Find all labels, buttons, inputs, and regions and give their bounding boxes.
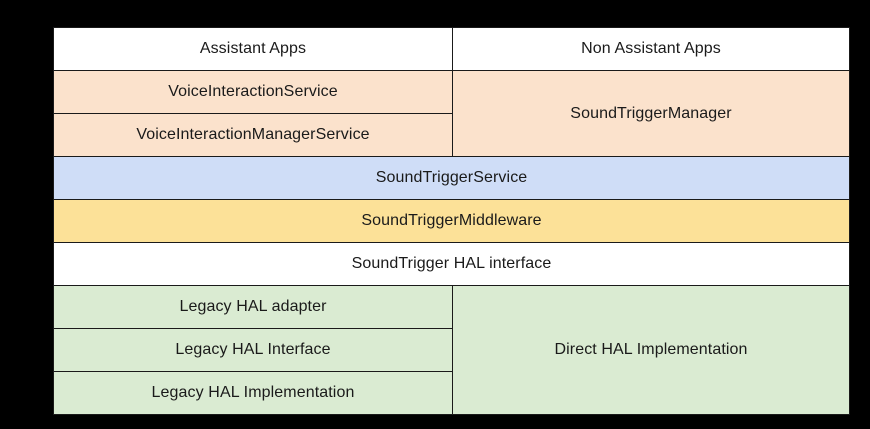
- legacy-hal-adapter-row: Legacy HAL adapter Direct HAL Implementa…: [53, 285, 850, 415]
- layer-sound-trigger-middleware: SoundTriggerMiddleware: [53, 199, 850, 243]
- layer-sound-trigger-hal-interface: SoundTrigger HAL interface: [53, 242, 850, 286]
- layer-sound-trigger-service: SoundTriggerService: [53, 156, 850, 200]
- layer-voice-interaction-manager-service: VoiceInteractionManagerService: [53, 113, 453, 157]
- column-header-assistant-apps: Assistant Apps: [53, 27, 453, 71]
- layer-legacy-hal-adapter: Legacy HAL adapter: [53, 285, 453, 329]
- layer-sound-trigger-manager: SoundTriggerManager: [452, 70, 850, 157]
- sound-trigger-service-row: SoundTriggerService: [53, 156, 850, 200]
- layer-direct-hal-implementation: Direct HAL Implementation: [452, 285, 850, 415]
- voice-interaction-manager-service-row: VoiceInteractionManagerService: [53, 113, 850, 157]
- legacy-hal-interface-row: Legacy HAL Interface: [53, 328, 850, 372]
- column-header-non-assistant-apps: Non Assistant Apps: [452, 27, 850, 71]
- layer-legacy-hal-interface: Legacy HAL Interface: [53, 328, 453, 372]
- header-row: Assistant Apps Non Assistant Apps: [53, 27, 850, 71]
- layer-voice-interaction-service: VoiceInteractionService: [53, 70, 453, 114]
- voice-interaction-service-row: VoiceInteractionService SoundTriggerMana…: [53, 70, 850, 157]
- sound-trigger-middleware-row: SoundTriggerMiddleware: [53, 199, 850, 243]
- sound-trigger-hal-interface-row: SoundTrigger HAL interface: [53, 242, 850, 286]
- layer-legacy-hal-implementation: Legacy HAL Implementation: [53, 371, 453, 415]
- legacy-hal-implementation-row: Legacy HAL Implementation: [53, 371, 850, 415]
- soundtrigger-stack-diagram: Assistant Apps Non Assistant Apps VoiceI…: [53, 27, 850, 415]
